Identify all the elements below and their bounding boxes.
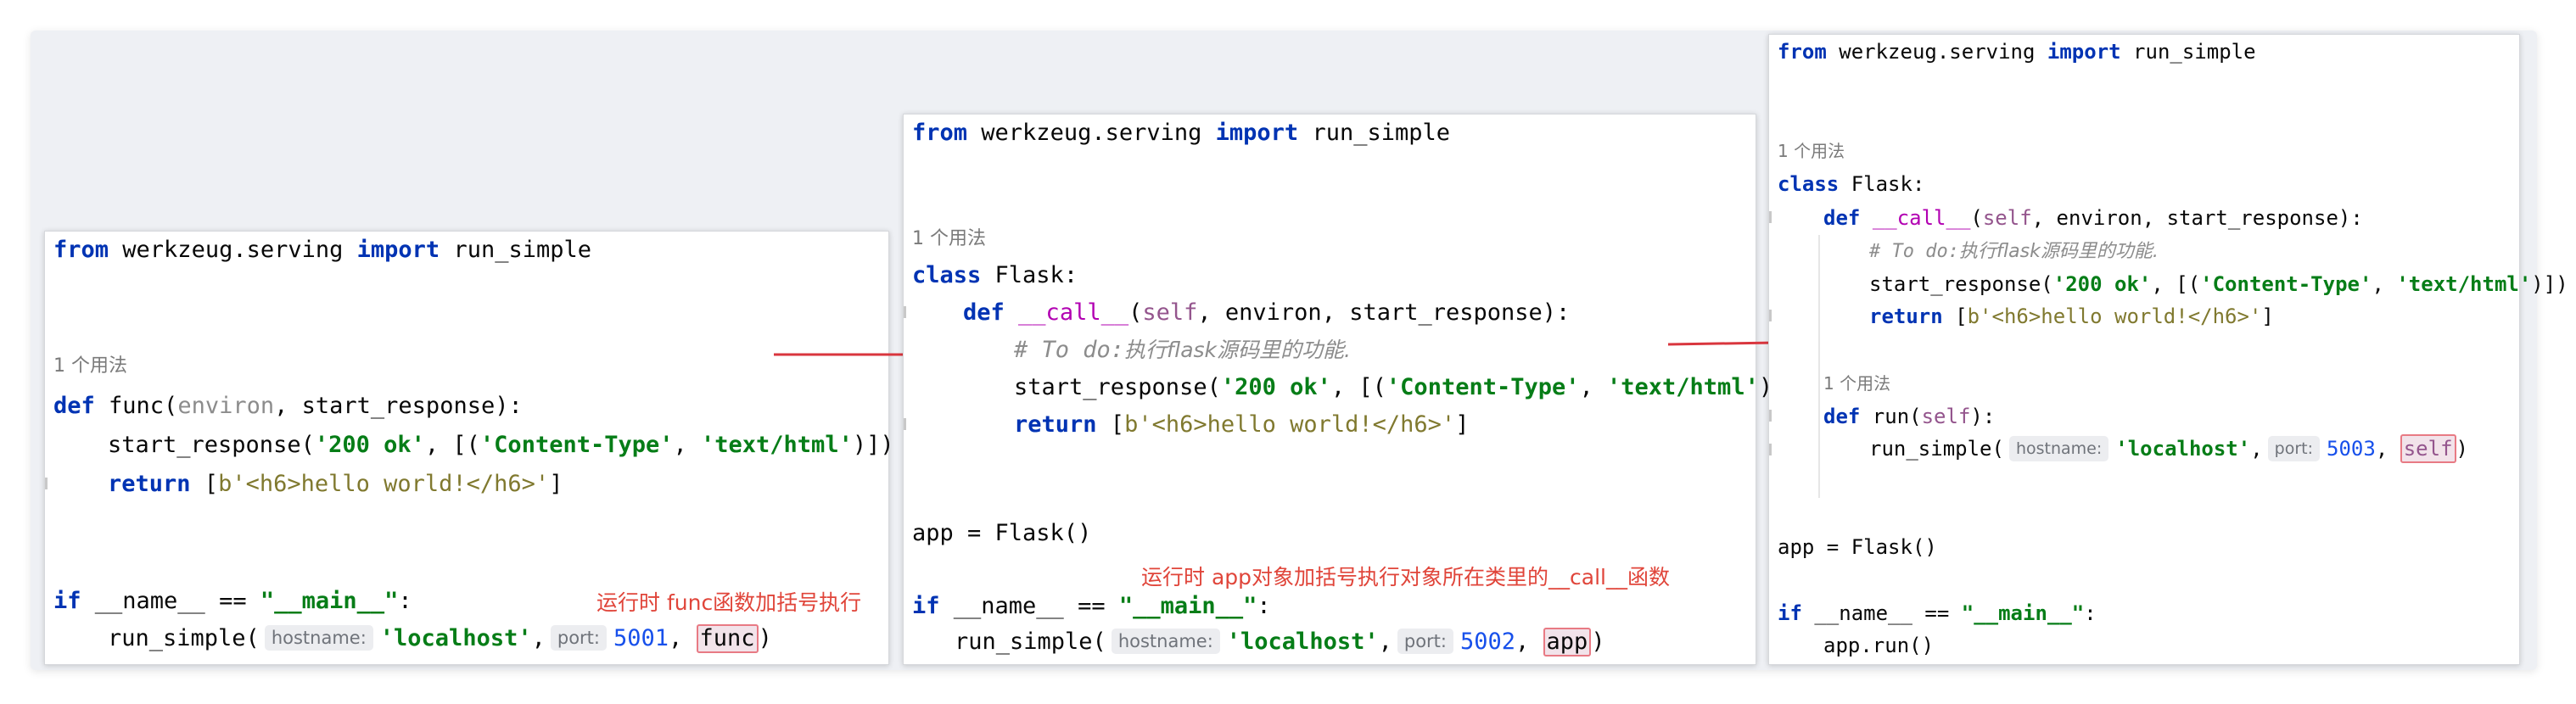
code-line-run-simple: run_simple(hostname:'localhost',port:500… — [108, 624, 772, 653]
code-line-class-flask: class Flask: — [912, 262, 1078, 288]
highlighted-arg-self: self — [2400, 434, 2456, 463]
usage-hint: 1 个用法 — [53, 355, 127, 377]
code-line-app-instance: app = Flask() — [912, 520, 1092, 546]
highlighted-arg-func: func — [696, 624, 759, 653]
code-line-run-simple: run_simple(hostname:'localhost',port:500… — [1869, 433, 2468, 464]
inlay-hint-port: port: — [550, 625, 607, 651]
code-line-def-call: def __call__(self, environ, start_respon… — [1823, 206, 2363, 230]
code-line-start-response: start_response('200 ok', [('Content-Type… — [1014, 374, 1800, 400]
code-line-start-response: start_response('200 ok', [('Content-Type… — [1869, 272, 2568, 296]
code-line-comment: # To do:执行flask源码里的功能. — [1869, 241, 2159, 262]
indent-guide — [1818, 235, 1820, 498]
fold-marker[interactable] — [1769, 444, 1772, 455]
code-line-return: return [b'<h6>hello world!</h6>'] — [1869, 305, 2274, 328]
code-line-run-simple: run_simple(hostname:'localhost',port:500… — [955, 628, 1605, 657]
inlay-hint-hostname: hostname: — [2008, 436, 2109, 461]
code-line-if-main: if __name__ == "__main__": — [1778, 601, 2097, 625]
code-line-class-flask: class Flask: — [1778, 172, 1925, 196]
highlighted-arg-app: app — [1543, 628, 1592, 657]
inlay-hint-hostname: hostname: — [264, 625, 373, 651]
annotation-app-call: 运行时 app对象加括号执行对象所在类里的__call__函数 — [1141, 565, 1670, 589]
code-line-def-func: def func(environ, start_response): — [53, 393, 523, 419]
code-line-def-run: def run(self): — [1823, 405, 1996, 428]
fold-marker[interactable] — [1769, 211, 1772, 223]
inlay-hint-port: port: — [1397, 629, 1453, 654]
code-line-def-call: def __call__(self, environ, start_respon… — [963, 299, 1571, 326]
inlay-hint-port: port: — [2267, 436, 2321, 461]
fold-marker[interactable] — [1769, 410, 1772, 422]
code-line-comment: # To do:执行flask源码里的功能. — [1014, 337, 1351, 363]
fold-marker[interactable] — [904, 306, 906, 318]
fold-marker[interactable] — [904, 418, 906, 430]
code-line-import: from werkzeug.serving import run_simple — [912, 120, 1450, 146]
fold-marker[interactable] — [45, 478, 48, 489]
code-line-return: return [b'<h6>hello world!</h6>'] — [1014, 411, 1470, 438]
usage-hint: 1 个用法 — [1778, 141, 1845, 161]
code-panel-flask-call: from werkzeug.serving import run_simple … — [903, 114, 1800, 665]
code-line-app-instance: app = Flask() — [1778, 535, 1937, 559]
code-panel-func: from werkzeug.serving import run_simple … — [44, 231, 894, 665]
code-line-import: from werkzeug.serving import run_simple — [53, 237, 591, 263]
code-line-import: from werkzeug.serving import run_simple — [1778, 40, 2256, 64]
code-line-return: return [b'<h6>hello world!</h6>'] — [108, 471, 563, 497]
usage-hint: 1 个用法 — [1823, 373, 1891, 394]
code-line-if-main: if __name__ == "__main__": — [53, 588, 412, 614]
code-line-app-run: app.run() — [1823, 634, 1935, 657]
code-line-if-main: if __name__ == "__main__": — [912, 593, 1271, 619]
code-panel-flask-run: from werkzeug.serving import run_simple … — [1768, 34, 2568, 665]
inlay-hint-hostname: hostname: — [1111, 629, 1220, 654]
annotation-func-call: 运行时 func函数加括号执行 — [596, 590, 862, 615]
code-line-start-response: start_response('200 ok', [('Content-Type… — [108, 432, 894, 458]
fold-marker[interactable] — [1769, 310, 1772, 321]
usage-hint: 1 个用法 — [912, 228, 986, 249]
